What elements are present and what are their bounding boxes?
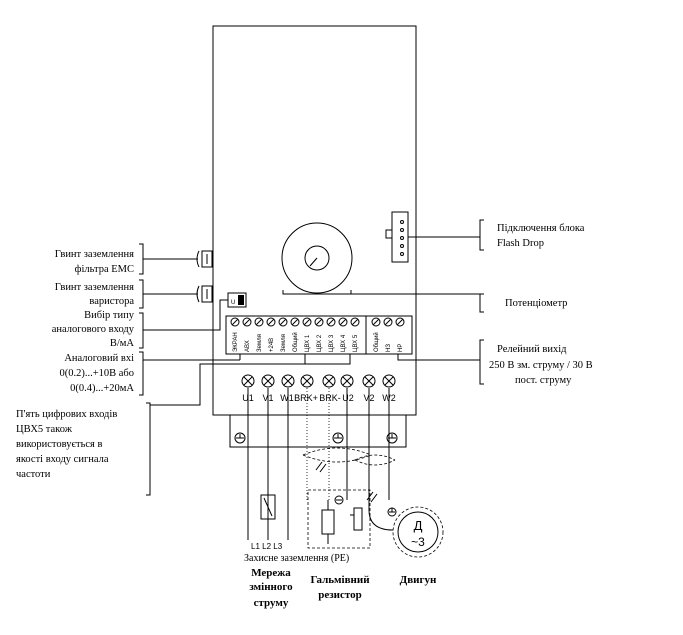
flash-drop-label-1: Підключення блока (497, 223, 585, 234)
signal-terminal-label: ЦВХ 3 (329, 334, 335, 352)
varistor-label-2: варистора (89, 296, 134, 307)
power-terminal-label: U2 (342, 393, 354, 403)
power-terminal-label: W1 (280, 393, 294, 403)
signal-terminal-label: НР (398, 344, 404, 352)
relay-label-2: 250 В зм. струму / 30 В (489, 360, 593, 371)
power-terminal-screw (322, 374, 336, 388)
signal-terminal-block (225, 315, 413, 355)
signal-terminal-screw (371, 317, 381, 327)
signal-terminal-label: Земля (257, 334, 263, 352)
mains-wiring (247, 388, 289, 540)
analog-input-label-3: 0(0.4)...+20мА (70, 383, 134, 394)
signal-terminal-label: Земля (281, 334, 287, 352)
signal-terminal-label: Общий (292, 332, 299, 352)
motor-symbol: Д ~3 (392, 506, 444, 558)
signal-terminal-screw (326, 317, 336, 327)
motor-wiring (346, 388, 397, 531)
power-terminal-screw (382, 374, 396, 388)
potentiometer-label: Потенціометр (505, 298, 567, 309)
mains-label-1: Мережа (251, 567, 291, 579)
emc-label-1: Гвинт заземлення (55, 249, 134, 260)
mains-phases-label: L1 L2 L3 (251, 542, 283, 551)
analog-type-switch: U (227, 292, 247, 308)
signal-terminal-screw (230, 317, 240, 327)
emc-label-2: фільтра EMC (75, 264, 134, 275)
signal-terminal-label: ЦВХ 1 (305, 334, 311, 352)
varistor-label-1: Гвинт заземлення (55, 282, 134, 293)
analog-input-label-1: Аналоговий вхі (64, 353, 134, 364)
power-terminal-screw (261, 374, 275, 388)
brake-resistor (302, 388, 372, 549)
varistor-screw (196, 285, 213, 303)
signal-terminal-screw (266, 317, 276, 327)
mains-label-3: струму (254, 597, 289, 609)
signal-terminal-label: ЭКРАН (233, 332, 239, 352)
signal-terminal-screw (314, 317, 324, 327)
power-terminal-screw (281, 374, 295, 388)
power-terminal-screw (300, 374, 314, 388)
brake-label-1: Гальмівний (310, 574, 370, 586)
analog-input-label-2: 0(0.2)...+10В або (59, 368, 134, 379)
motor-label: Двигун (400, 574, 437, 586)
signal-terminal-label: НЗ (386, 344, 392, 352)
motor-phase: ~3 (411, 535, 425, 549)
flash-drop-label-2: Flash Drop (497, 238, 544, 249)
analog-select-label-1: Вибір типу (84, 310, 135, 321)
analog-select-label-3: В/мА (110, 338, 135, 349)
signal-terminal-screw (302, 317, 312, 327)
digital-label-4: якості входу сигнала (16, 454, 109, 465)
signal-terminal-screw (395, 317, 405, 327)
brake-label-2: резистор (318, 589, 362, 601)
signal-terminal-label: АВХ (245, 340, 251, 352)
signal-terminal-screw (242, 317, 252, 327)
signal-terminal-screw (254, 317, 264, 327)
pe-label: Захисне заземлення (PE) (244, 553, 349, 564)
signal-terminal-screw (278, 317, 288, 327)
flash-drop-connector (385, 211, 409, 263)
motor-letter: Д (414, 518, 423, 533)
emc-screw (196, 250, 213, 268)
mains-label-2: змінного (249, 581, 293, 593)
signal-terminal-label: +24В (269, 338, 275, 352)
digital-label-2: ЦВХ5 також (16, 424, 73, 435)
analog-select-label-2: аналогового входу (52, 324, 135, 335)
potentiometer-knob (281, 222, 353, 295)
relay-label-3: пост. струму (515, 375, 572, 386)
digital-label-3: використовується в (16, 439, 102, 450)
signal-terminal-screw (338, 317, 348, 327)
signal-terminal-label: Общий (373, 332, 380, 352)
switch-u-label: U (231, 300, 235, 306)
relay-label-1: Релейний вихід (497, 344, 567, 355)
signal-terminal-screw (383, 317, 393, 327)
drive-housing (212, 25, 417, 416)
power-terminal-screw (241, 374, 255, 388)
ground-bar (229, 414, 407, 448)
signal-terminal-screw (290, 317, 300, 327)
power-terminal-screw (362, 374, 376, 388)
digital-label-1: П'ять цифрових входів (16, 409, 117, 420)
power-terminal-screw (340, 374, 354, 388)
signal-terminal-label: ЦВХ 5 (353, 334, 359, 352)
signal-terminal-label: ЦВХ 4 (341, 334, 347, 352)
signal-terminal-label: ЦВХ 2 (317, 334, 323, 352)
digital-label-5: частоти (16, 469, 51, 480)
power-terminal-label: BRK- (319, 393, 341, 403)
signal-terminal-screw (350, 317, 360, 327)
power-terminal-label: BRK+ (294, 393, 318, 403)
